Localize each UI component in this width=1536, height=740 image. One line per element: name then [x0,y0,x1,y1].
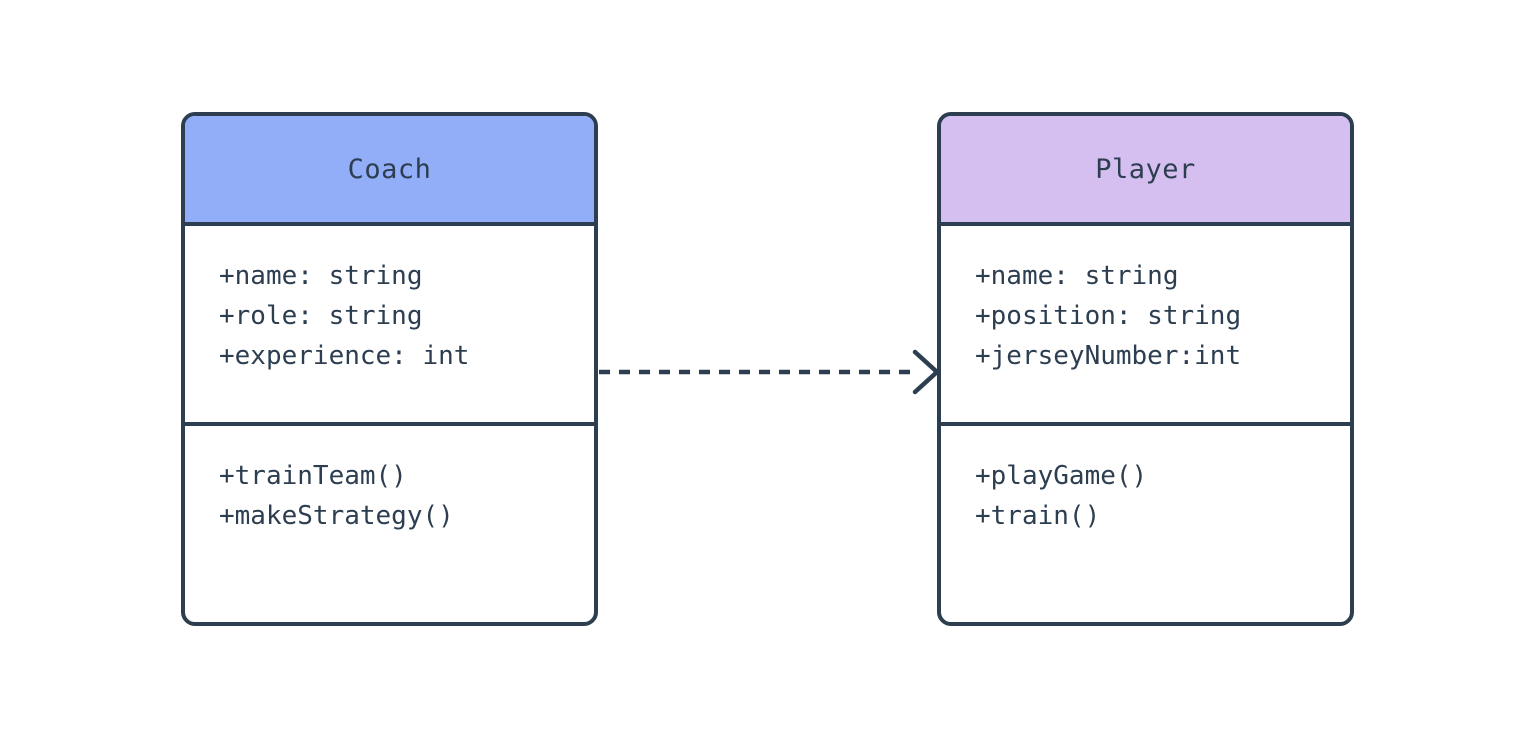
uml-attributes-compartment-coach: +name: string +role: string +experience:… [185,226,594,426]
uml-attribute-row: +experience: int [219,341,470,371]
uml-class-header-coach: Coach [185,116,594,226]
uml-attribute-row: +position: string [975,301,1242,331]
uml-class-player[interactable]: Player +name: string +position: string +… [937,112,1354,626]
uml-attribute-row: +jerseyNumber:int [975,341,1242,371]
open-arrowhead-icon [912,349,941,395]
uml-attribute-row: +role: string [219,301,423,331]
uml-methods-compartment-player: +playGame() +train() [941,426,1350,618]
uml-method-row: +makeStrategy() [219,501,454,531]
uml-class-title-player: Player [1095,153,1196,185]
uml-method-row: +train() [975,501,1101,531]
uml-class-title-coach: Coach [347,153,432,185]
uml-methods-compartment-coach: +trainTeam() +makeStrategy() [185,426,594,618]
uml-attribute-row: +name: string [219,261,423,291]
uml-class-coach[interactable]: Coach +name: string +role: string +exper… [181,112,598,626]
uml-method-row: +trainTeam() [219,461,407,491]
uml-class-header-player: Player [941,116,1350,226]
uml-attributes-compartment-player: +name: string +position: string +jerseyN… [941,226,1350,426]
uml-attribute-row: +name: string [975,261,1179,291]
uml-method-row: +playGame() [975,461,1148,491]
